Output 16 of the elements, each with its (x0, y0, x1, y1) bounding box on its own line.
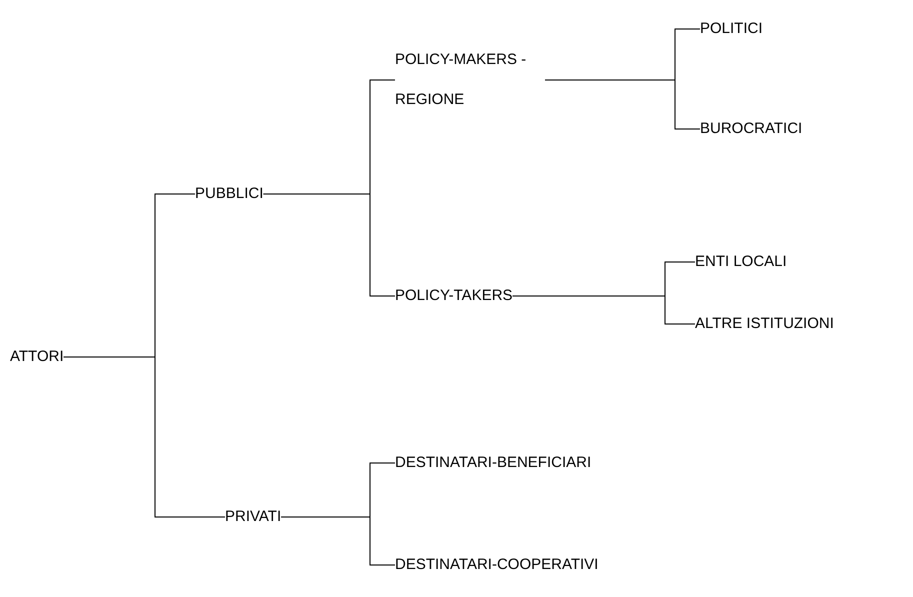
bracket-connector (262, 194, 396, 296)
bracket-connector (512, 296, 696, 324)
node-label: POLITICI (700, 19, 763, 39)
node-label: ENTI LOCALI (695, 252, 787, 272)
node-label: DESTINATARI-COOPERATIVI (395, 555, 598, 575)
node-label: POLICY-MAKERS - REGIONE (395, 40, 545, 120)
node-label: ATTORI (10, 347, 64, 367)
node-label: PUBBLICI (195, 184, 264, 204)
node-label: PRIVATI (225, 507, 282, 527)
node-label: DESTINATARI-BENEFICIARI (395, 453, 592, 473)
bracket-connector (280, 516, 396, 566)
bracket-connector (63, 356, 226, 518)
node-label: ALTRE ISTITUZIONI (695, 314, 834, 334)
bracket-connector (544, 80, 700, 130)
node-label: BUROCRATICI (700, 119, 802, 139)
node-label: POLICY-TAKERS (395, 286, 513, 306)
